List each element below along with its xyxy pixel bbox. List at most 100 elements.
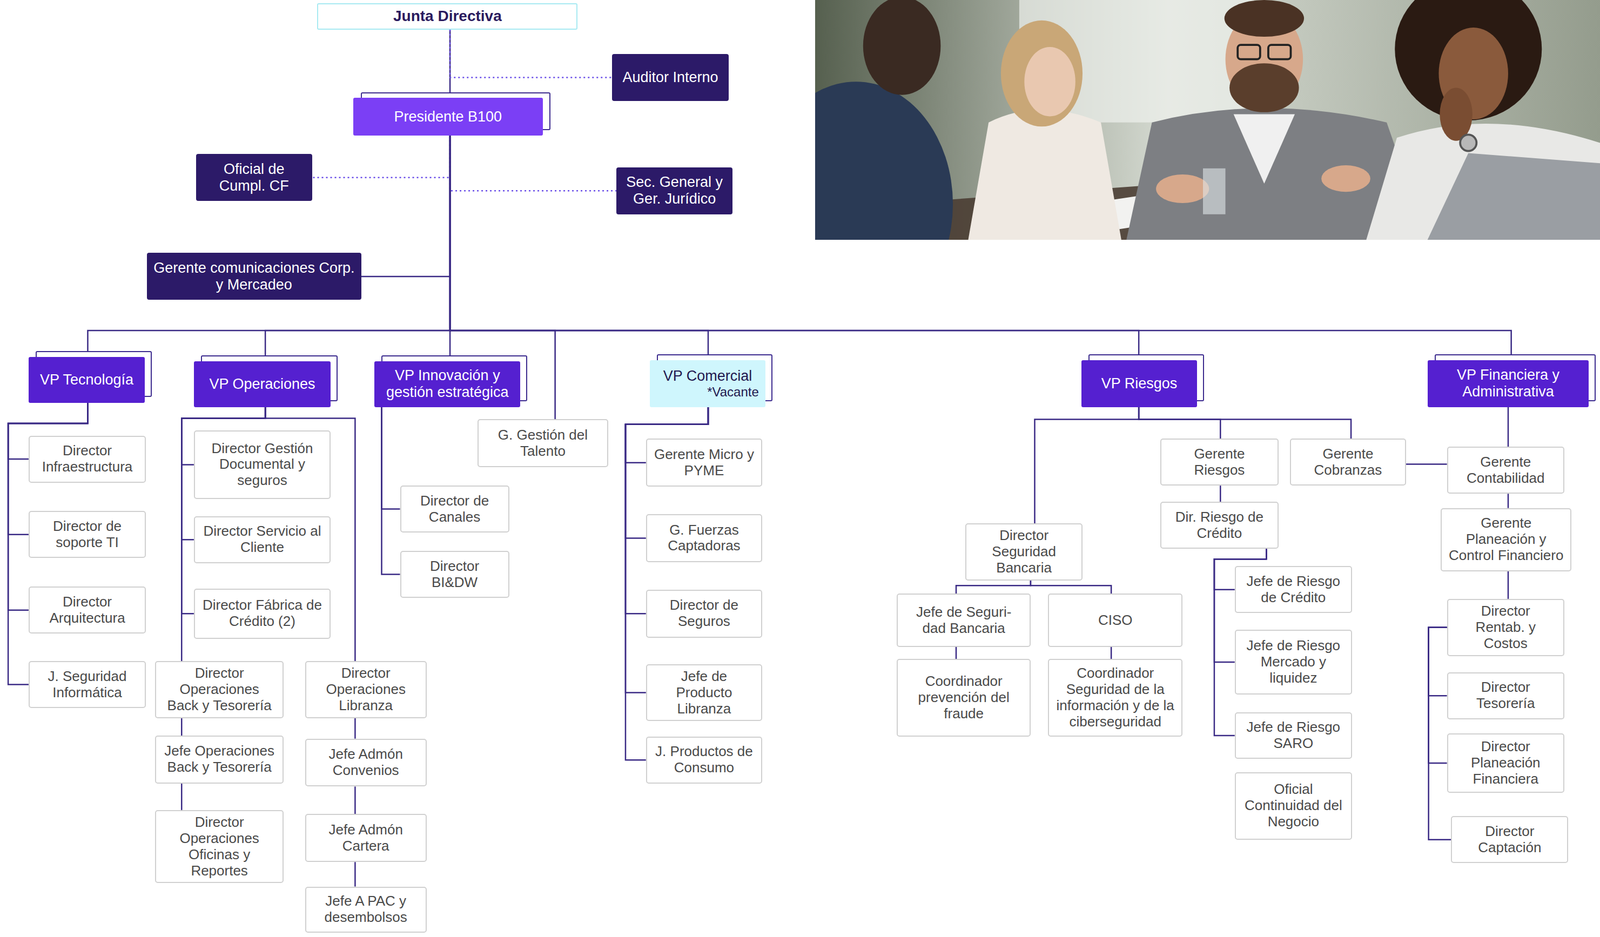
box-label: Jefe de Producto Libranza: [653, 668, 755, 718]
photo-glass: [1202, 168, 1226, 215]
box-label: Director Planeación Financiera: [1454, 738, 1557, 788]
box-label: Gerente Riesgos: [1167, 446, 1272, 479]
unit-box: Director Operaciones Oficinas y Reportes: [155, 810, 284, 884]
vp-box: VP Riesgos: [1081, 360, 1197, 408]
unit-box: Director Tesorería: [1447, 672, 1565, 720]
box-label: Jefe Admón Convenios: [312, 746, 420, 779]
unit-box: Gerente Riesgos: [1160, 438, 1279, 486]
reporting-line: [1138, 407, 1351, 440]
box-label: Dir. Riesgo de Crédito: [1167, 509, 1272, 542]
box-label: Gerente comunicaciones Corp. y Mercadeo: [153, 259, 355, 294]
reporting-line: [1428, 627, 1448, 764]
vp-box: VP Tecnología: [28, 357, 145, 403]
unit-box: Oficial Continuidad del Negocio: [1234, 772, 1353, 840]
box-label: Director Tesorería: [1454, 679, 1557, 712]
photo-person-hair: [1224, 0, 1304, 37]
dotted-reporting-line: [449, 135, 617, 191]
box-label: Gerente Micro y PYME: [653, 446, 755, 480]
unit-box: Director de soporte TI: [28, 511, 146, 559]
dotted-reporting-line: [312, 135, 450, 178]
reporting-line: [1507, 571, 1510, 600]
unit-box: Director de Seguros: [646, 589, 763, 638]
photo-person-beard: [1229, 63, 1299, 113]
unit-box: Director Arquitectura: [28, 586, 146, 634]
reporting-line: [354, 862, 356, 887]
box-label: Jefe A PAC y desembolsos: [312, 893, 420, 926]
box-label: Director Seguridad Bancaria: [972, 527, 1075, 577]
unit-box: Jefe de Riesgo SARO: [1234, 712, 1353, 760]
reporting-line: [180, 783, 183, 811]
box-label: Jefe de Riesgo SARO: [1242, 719, 1345, 752]
unit-box: Gerente Contabilidad: [1447, 446, 1565, 494]
box-label: VP Riesgos: [1101, 375, 1178, 393]
reporting-line: [1110, 647, 1113, 660]
vp-box: VP Innovación y gestión estratégica: [374, 361, 521, 408]
vp-box: VP Financiera y Administrativa: [1427, 360, 1589, 408]
box-label: G. Gestión del Talento: [485, 427, 601, 460]
photo-person-head: [1024, 46, 1075, 117]
unit-box: Director Operaciones Libranza: [305, 661, 427, 719]
box-label: Director Operaciones Libranza: [312, 665, 420, 715]
box-label: Director Infraestructura: [36, 442, 139, 476]
reporting-line: [87, 135, 450, 358]
unit-box: G. Fuerzas Captadoras: [646, 514, 763, 563]
reporting-line: [1219, 485, 1222, 502]
box-label: Director Servicio al Cliente: [201, 523, 324, 556]
unit-box: Director Captación: [1450, 816, 1569, 864]
photo-glasses: [1268, 44, 1292, 59]
unit-box: Jefe de Seguri- dad Bancaria: [896, 593, 1031, 647]
box-label: CISO: [1098, 612, 1133, 629]
photo-watch: [1460, 134, 1477, 151]
unit-box: Director Seguridad Bancaria: [965, 523, 1083, 581]
photo-hand: [1155, 174, 1209, 204]
vacant-vp-box: VP Comercial*Vacante: [649, 360, 765, 408]
unit-box: Director Rentab. y Costos: [1447, 599, 1565, 657]
reporting-line: [8, 402, 88, 610]
unit-box: J. Productos de Consumo: [646, 736, 763, 784]
board-box: Junta Directiva: [317, 3, 578, 30]
box-label: Jefe Operaciones Back y Tesorería: [162, 743, 277, 776]
unit-box: Director de Canales: [400, 485, 510, 533]
photo-person-hair: [1000, 20, 1083, 127]
box-label: Director Rentab. y Costos: [1454, 603, 1557, 652]
box-label: Jefe de Riesgo de Crédito: [1242, 573, 1345, 607]
box-label: Coordinador prevención del fraude: [904, 673, 1023, 723]
box-label: Director Operaciones Back y Tesorería: [162, 665, 277, 715]
unit-box: CISO: [1047, 593, 1183, 647]
photo-hand: [1439, 87, 1472, 141]
box-label: Oficial Continuidad del Negocio: [1242, 781, 1345, 831]
box-label: Oficial de Cumpl. CF: [202, 160, 306, 195]
unit-box: Jefe de Riesgo Mercado y liquidez: [1234, 629, 1353, 696]
box-label: Director de Canales: [407, 493, 502, 526]
staff-box: Gerente comunicaciones Corp. y Mercadeo: [146, 252, 362, 300]
meeting-photo: [815, 0, 1600, 240]
reporting-line: [449, 135, 1512, 361]
reporting-line: [1406, 463, 1448, 466]
president-box: Presidente B100: [353, 97, 543, 136]
unit-box: Jefe A PAC y desembolsos: [305, 886, 427, 933]
reporting-line: [625, 407, 709, 615]
box-label: Coordinador Seguridad de la información …: [1055, 665, 1175, 731]
box-label: VP Operaciones: [209, 375, 315, 393]
unit-box: Director BI&DW: [400, 550, 510, 598]
photo-person-body: [1366, 123, 1600, 240]
reporting-line: [361, 135, 450, 277]
box-label: VP Innovación y gestión estratégica: [380, 367, 514, 401]
unit-box: Director Infraestructura: [28, 435, 146, 483]
reporting-line: [354, 718, 356, 739]
photo-person-body: [967, 109, 1121, 240]
reporting-line: [1034, 407, 1139, 524]
box-label: VP Comercial: [663, 367, 753, 385]
box-label: Director Fábrica de Crédito (2): [201, 597, 324, 630]
photo-hand: [1321, 165, 1371, 192]
box-label: Director BI&DW: [407, 558, 502, 591]
box-label: Junta Directiva: [393, 7, 502, 25]
reporting-line: [955, 647, 958, 660]
photo-person-shirt: [1233, 114, 1295, 184]
reporting-line: [180, 718, 183, 736]
box-label: Director Operaciones Oficinas y Reportes: [162, 814, 277, 880]
box-label: Director Arquitectura: [36, 594, 139, 627]
box-label: J. Productos de Consumo: [653, 743, 755, 777]
unit-box: Gerente Cobranzas: [1289, 438, 1407, 486]
